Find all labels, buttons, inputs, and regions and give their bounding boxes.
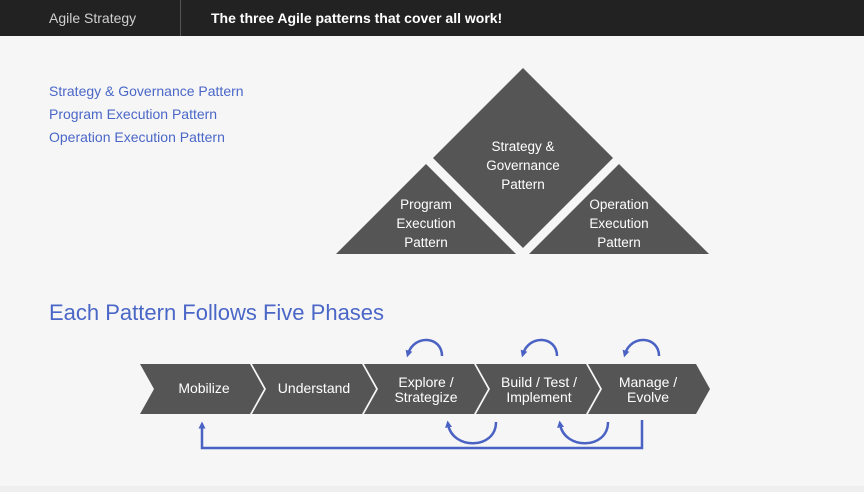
phase-label-line: Understand bbox=[277, 380, 351, 396]
pattern-list-item-operation: Operation Execution Pattern bbox=[49, 129, 225, 145]
program-label-line: Pattern bbox=[404, 235, 448, 250]
phase-label-line: Implement bbox=[506, 389, 572, 405]
strategy-label-line: Strategy & bbox=[491, 139, 555, 154]
pattern-list-item-program: Program Execution Pattern bbox=[49, 106, 218, 122]
loop-arrow-explore-top bbox=[405, 338, 444, 358]
section-label: Agile Strategy bbox=[49, 10, 137, 26]
phases-title: Each Pattern Follows Five Phases bbox=[49, 300, 385, 325]
strategy-label-line: Pattern bbox=[501, 177, 545, 192]
program-label-line: Program bbox=[400, 197, 452, 212]
phase-label-line: Build / Test / bbox=[500, 374, 577, 390]
operation-label-line: Pattern bbox=[597, 235, 641, 250]
phase-label-line: Manage / bbox=[618, 374, 678, 390]
operation-label-line: Operation bbox=[589, 197, 649, 212]
phase-chevron-build bbox=[476, 364, 600, 414]
operation-execution-shape bbox=[529, 164, 709, 254]
header-bar: Agile Strategy The three Agile patterns … bbox=[0, 0, 864, 36]
header-divider bbox=[180, 0, 181, 36]
loop-arrow-build-top bbox=[520, 338, 559, 358]
operation-label-line: Execution bbox=[589, 216, 649, 231]
phase-label-line: Evolve bbox=[626, 389, 670, 405]
loop-arrow-explore-bottom bbox=[445, 420, 498, 445]
phase-chevron-mobilize bbox=[140, 364, 264, 414]
phase-chevron-explore bbox=[364, 364, 488, 414]
phase-label-line: Strategize bbox=[394, 389, 458, 405]
program-label-line: Execution bbox=[396, 216, 456, 231]
operation-execution-label: Operation Execution Pattern bbox=[569, 195, 669, 252]
strategy-governance-label: Strategy & Governance Pattern bbox=[473, 137, 573, 194]
phase-label-understand: Understand bbox=[264, 381, 364, 396]
phase-label-line: Mobilize bbox=[178, 380, 230, 396]
return-arrow bbox=[198, 420, 644, 450]
strategy-label-line: Governance bbox=[486, 158, 560, 173]
phase-label-manage: Manage / Evolve bbox=[598, 375, 698, 405]
strategy-governance-shape bbox=[433, 68, 613, 248]
phase-chevron-understand bbox=[252, 364, 376, 414]
pattern-list-item-strategy: Strategy & Governance Pattern bbox=[49, 83, 244, 99]
loop-arrow-build-bottom bbox=[557, 420, 610, 445]
program-execution-label: Program Execution Pattern bbox=[376, 195, 476, 252]
phase-label-line: Explore / bbox=[398, 374, 454, 390]
phase-label-build: Build / Test / Implement bbox=[489, 375, 589, 405]
phase-label-mobilize: Mobilize bbox=[154, 381, 254, 396]
slide-title: The three Agile patterns that cover all … bbox=[211, 10, 503, 26]
phase-label-explore: Explore / Strategize bbox=[376, 375, 476, 405]
phase-chevron-manage bbox=[588, 364, 710, 414]
loop-arrow-manage-top bbox=[622, 338, 661, 358]
pattern-list: Strategy & Governance Pattern Program Ex… bbox=[49, 80, 244, 149]
program-execution-shape bbox=[336, 164, 516, 254]
